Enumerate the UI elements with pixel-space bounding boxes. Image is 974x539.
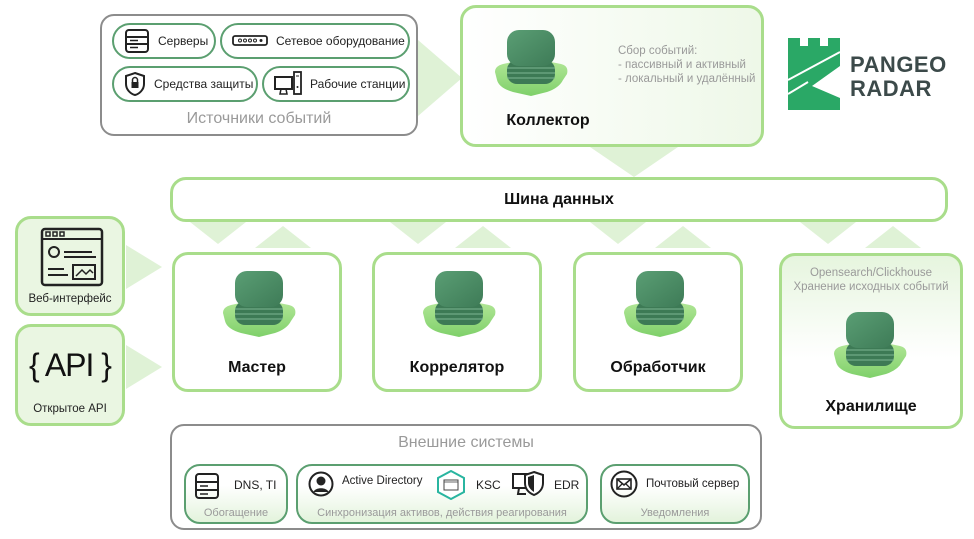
collector-description: Сбор событий: - пассивный и активный - л…: [618, 45, 756, 85]
arrow-storage-to-bus: [865, 226, 921, 248]
api-glyph: { API }: [29, 347, 112, 383]
source-label: Рабочие станции: [310, 77, 406, 91]
external-systems-title: Внешние системы: [398, 434, 534, 451]
external-item-ksc[interactable]: KSC: [476, 478, 501, 492]
arrow-correlator-to-bus: [455, 226, 511, 248]
arrow-api-to-master: [126, 345, 162, 389]
correlator-node[interactable]: Коррелятор: [372, 252, 542, 392]
source-security-tools[interactable]: Средства защиты: [112, 66, 258, 102]
event-sources-panel: Серверы Сетевое оборудование Средства за…: [100, 14, 418, 136]
web-interface-node[interactable]: Веб-интерфейс: [15, 216, 125, 316]
component-label: Коррелятор: [409, 359, 505, 376]
master-node[interactable]: Мастер: [172, 252, 342, 392]
event-sources-title: Источники событий: [186, 110, 332, 127]
logo-line1: PANGEO: [850, 52, 947, 77]
storage-node[interactable]: Opensearch/Clickhouse Хранение исходных …: [779, 253, 963, 429]
database-stack-icon: [830, 304, 910, 384]
group-caption: Обогащение: [203, 507, 269, 519]
group-caption: Синхронизация активов, действия реагиров…: [317, 507, 567, 519]
server-icon: [194, 472, 220, 505]
external-item-mail-server[interactable]: Почтовый сервер: [646, 478, 740, 490]
arrow-collector-to-bus: [590, 147, 678, 177]
source-label: Сетевое оборудование: [276, 34, 405, 48]
web-page-icon: [40, 227, 104, 287]
mail-icon: [610, 470, 638, 503]
user-icon: [308, 471, 334, 502]
storage-description: Opensearch/Clickhouse Хранение исходных …: [793, 267, 949, 293]
logo-line2: RADAR: [850, 76, 932, 101]
database-stack-icon: [491, 22, 571, 102]
sync-response-group: Active Directory KSC EDR Синхронизация а…: [296, 464, 588, 524]
workstation-icon: [274, 71, 302, 97]
component-label: Обработчик: [610, 359, 706, 376]
arrow-master-to-bus: [255, 226, 311, 248]
arrow-bus-to-master: [190, 222, 246, 244]
arrow-bus-to-storage: [800, 222, 856, 244]
database-stack-icon: [219, 263, 299, 343]
network-switch-icon: [232, 34, 268, 48]
logo-tower-icon: [788, 38, 840, 110]
source-servers[interactable]: Серверы: [112, 23, 216, 59]
pangeo-radar-logo: PANGEO RADAR: [788, 38, 948, 110]
external-systems-panel: Внешние системы DNS, TI Обогащение Activ…: [170, 424, 762, 530]
storage-label: Хранилище: [825, 398, 917, 415]
arrow-sources-to-collector: [418, 40, 462, 116]
external-item-dns-ti[interactable]: DNS, TI: [234, 478, 277, 492]
arrow-web-to-master: [126, 245, 162, 289]
source-label: Средства защиты: [154, 77, 254, 91]
collector-label: Коллектор: [506, 112, 590, 129]
web-interface-label: Веб-интерфейс: [28, 293, 112, 305]
source-label: Серверы: [158, 34, 209, 48]
external-item-edr[interactable]: EDR: [554, 478, 580, 492]
database-stack-icon: [419, 263, 499, 343]
edr-icon: [512, 470, 544, 505]
arrow-bus-to-processor: [590, 222, 646, 244]
database-stack-icon: [620, 263, 700, 343]
component-label: Мастер: [228, 359, 286, 376]
ksc-icon: [437, 469, 465, 505]
arrow-bus-to-correlator: [390, 222, 446, 244]
processor-node[interactable]: Обработчик: [573, 252, 743, 392]
arrow-processor-to-bus: [655, 226, 711, 248]
group-caption: Уведомления: [640, 507, 710, 519]
data-bus-label: Шина данных: [504, 190, 614, 208]
shield-lock-icon: [124, 71, 146, 97]
open-api-label: Открытое API: [33, 403, 107, 415]
source-workstations[interactable]: Рабочие станции: [262, 66, 410, 102]
open-api-node[interactable]: { API } Открытое API: [15, 324, 125, 426]
external-item-active-directory[interactable]: Active Directory: [342, 475, 423, 487]
server-icon: [124, 28, 150, 54]
enrichment-group: DNS, TI Обогащение: [184, 464, 288, 524]
data-bus[interactable]: Шина данных: [170, 177, 948, 222]
source-network-equipment[interactable]: Сетевое оборудование: [220, 23, 410, 59]
notifications-group: Почтовый сервер Уведомления: [600, 464, 750, 524]
collector-node[interactable]: Коллектор Сбор событий: - пассивный и ак…: [460, 5, 764, 147]
